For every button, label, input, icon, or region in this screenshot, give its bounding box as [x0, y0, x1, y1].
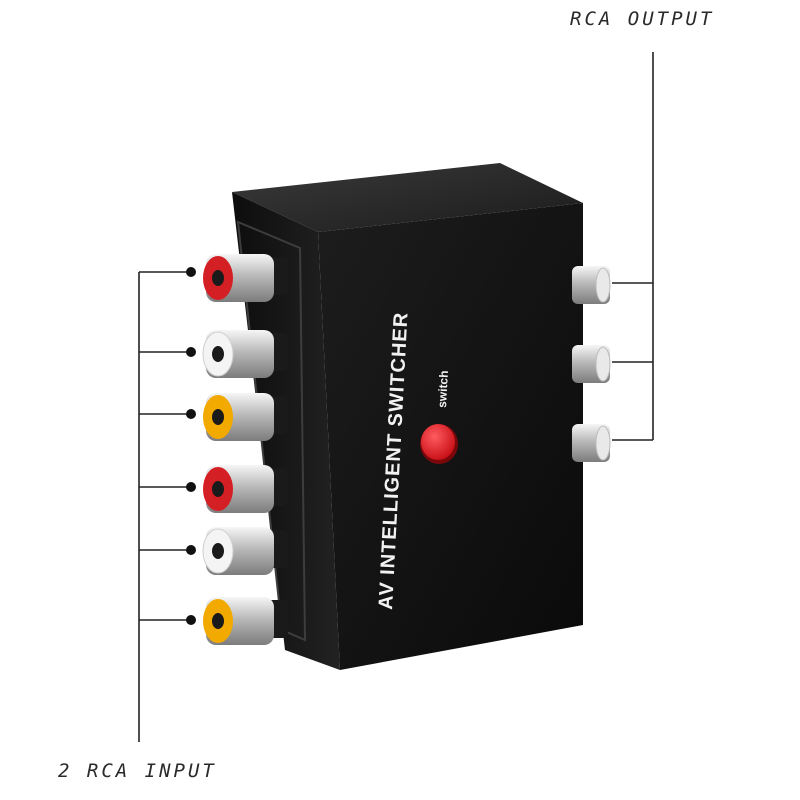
input-leader-dots — [186, 267, 196, 625]
switch-button[interactable] — [420, 424, 458, 464]
rca-output-jack-1[interactable] — [572, 266, 611, 304]
rca-input-jack-2[interactable] — [202, 330, 288, 378]
rca-output-label: RCA OUTPUT — [570, 8, 715, 30]
rca-input-jack-4[interactable] — [203, 465, 288, 513]
rca-input-jack-3[interactable] — [203, 393, 288, 441]
switcher-top-face — [232, 163, 583, 232]
output-leader-lines — [612, 52, 654, 441]
rca-input-label: 2 RCA INPUT — [58, 760, 217, 782]
rca-input-jack-6[interactable] — [203, 597, 288, 645]
switch-button-label: switch — [435, 370, 451, 408]
rca-output-jack-2[interactable] — [572, 345, 611, 383]
input-leader-lines — [138, 271, 190, 742]
rca-output-jack-3[interactable] — [572, 424, 611, 462]
rca-input-jack-5[interactable] — [202, 527, 288, 575]
rca-input-jack-1[interactable] — [203, 254, 288, 302]
